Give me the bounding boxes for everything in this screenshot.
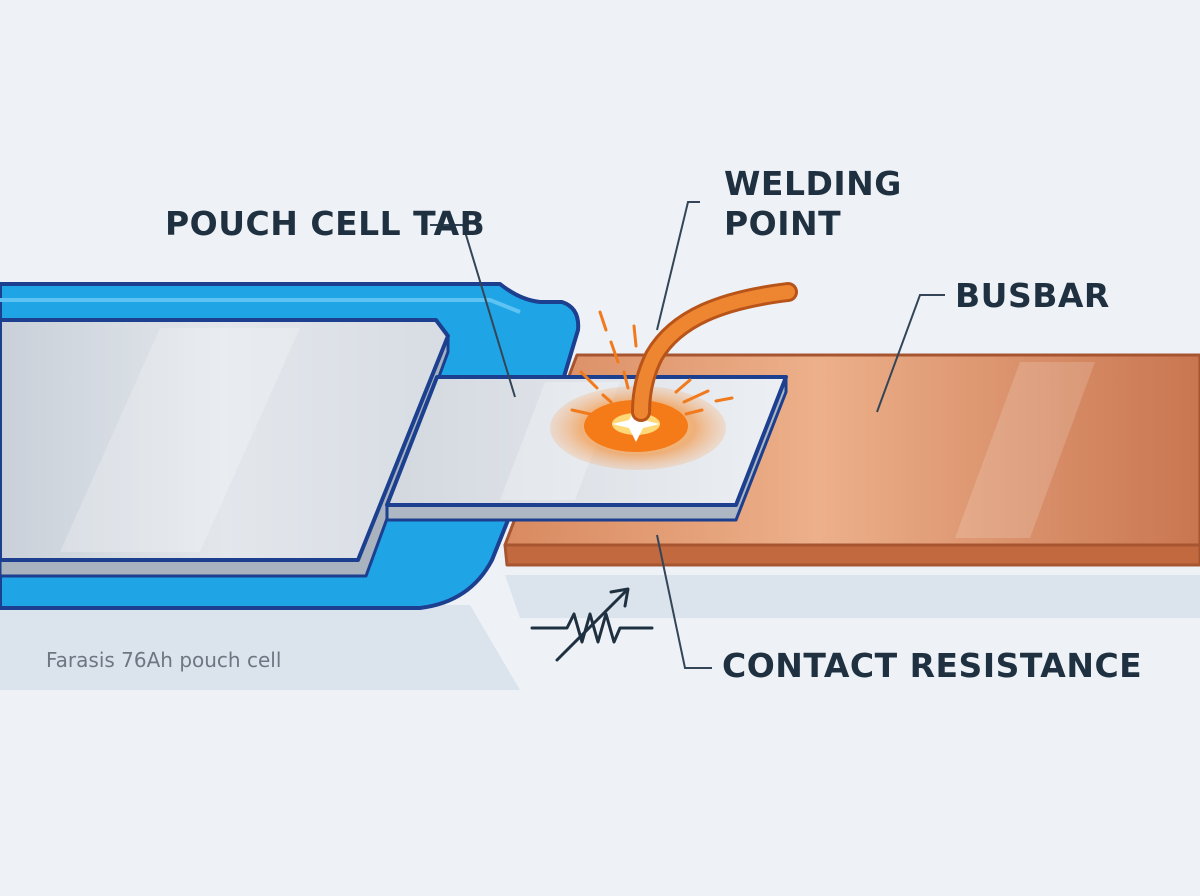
spark-rays: [570, 310, 734, 416]
contact-resistance-label: CONTACT RESISTANCE: [722, 646, 1143, 685]
welding-electrode-body: [634, 285, 795, 419]
leader-tab: [430, 224, 516, 398]
variable-resistor-icon: [530, 587, 654, 662]
pouch-cell-tab-label: POUCH CELL TAB: [165, 204, 486, 243]
cell-face-glare: [60, 328, 300, 552]
busbar-glare: [955, 362, 1095, 538]
cell-caption: Farasis 76Ah pouch cell: [46, 648, 282, 672]
shadows: [0, 575, 1200, 690]
leader-weld: [656, 201, 700, 331]
cell-face: [0, 318, 450, 562]
welding-point-label-line2: POINT: [724, 204, 842, 243]
busbar-front-edge: [503, 543, 1200, 567]
leader-busbar: [876, 294, 945, 413]
welding-point-label: WELDING POINT: [724, 164, 902, 244]
pouch-cell-seal-highlight: [0, 298, 521, 314]
welding-point-label-line1: WELDING: [724, 164, 902, 203]
leader-lines: [430, 201, 945, 669]
pouch-cell: [0, 282, 581, 610]
welding-point: [550, 282, 798, 470]
busbar-label: BUSBAR: [955, 276, 1110, 315]
leader-contact: [656, 534, 712, 669]
weld-spark-icon: [612, 406, 660, 442]
